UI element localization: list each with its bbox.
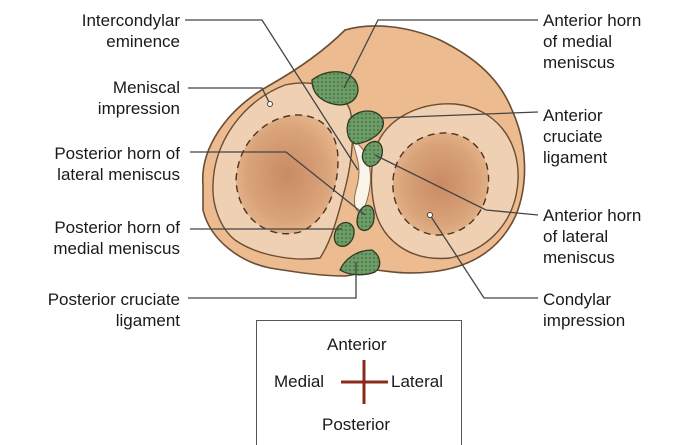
label-anterior-cruciate: Anterior cruciate ligament [543,105,683,168]
label-meniscal-impression: Meniscal impression [20,77,180,119]
lateral-condylar-impression [393,133,489,235]
compass-medial: Medial [274,372,324,392]
compass-lateral: Lateral [391,372,443,392]
label-anterior-horn-lateral: Anterior horn of lateral meniscus [543,205,683,268]
label-posterior-horn-medial: Posterior horn of medial meniscus [0,217,180,259]
label-posterior-cruciate: Posterior cruciate ligament [0,289,180,331]
compass-anterior: Anterior [327,335,387,355]
label-posterior-horn-lateral: Posterior horn of lateral meniscus [0,143,180,185]
label-anterior-horn-medial: Anterior horn of medial meniscus [543,10,683,73]
label-intercondylar-eminence: Intercondylar eminence [20,10,180,52]
dot-condylar [428,213,433,218]
dot-meniscal [268,102,273,107]
label-condylar-impression: Condylar impression [543,289,683,331]
compass-posterior: Posterior [322,415,390,435]
